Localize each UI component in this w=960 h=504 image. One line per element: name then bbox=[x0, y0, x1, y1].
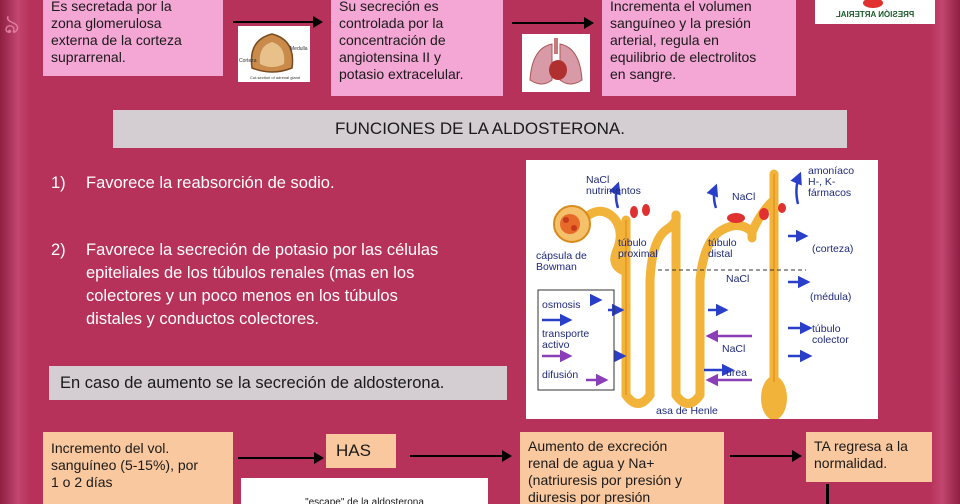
logo-text: PRESIÓN ARTERIAL bbox=[836, 10, 914, 19]
label-medula: (médula) bbox=[810, 291, 851, 303]
function-item-2: 2) Favorece la secreción de potasio por … bbox=[51, 239, 511, 339]
arrow-top-1 bbox=[233, 16, 323, 28]
function-item-1: 1) Favorece la reabsorción de sodio. bbox=[51, 172, 511, 202]
functions-heading-text: FUNCIONES DE LA ALDOSTERONA. bbox=[334, 119, 625, 138]
label-difusion: difusión bbox=[542, 369, 578, 381]
function-item-1-text: Favorece la reabsorción de sodio. bbox=[86, 174, 335, 192]
functions-heading: FUNCIONES DE LA ALDOSTERONA. bbox=[113, 110, 847, 148]
top-box-control: Su secreción es controlada por la concen… bbox=[331, 0, 503, 96]
top-box-control-text: Su secreción es controlada por la concen… bbox=[339, 0, 464, 82]
down-arrow-line bbox=[826, 484, 829, 504]
logo-presion-arterial: PRESIÓN ARTERIAL bbox=[815, 0, 935, 24]
label-nacl-low: NaCl bbox=[722, 343, 745, 355]
lungs-heart-image bbox=[522, 34, 590, 92]
label-osmosis: osmosis bbox=[542, 299, 581, 311]
has-box: HAS bbox=[326, 434, 396, 468]
left-frame bbox=[0, 0, 30, 504]
top-box-effect-text: Incrementa el volumen sanguíneo y la pre… bbox=[610, 0, 757, 82]
arrow-bottom-1 bbox=[238, 452, 324, 464]
bottom-box-volume: Incremento del vol. sanguíneo (5-15%), p… bbox=[43, 432, 233, 504]
top-box-secretion-text: Es secretada por la zona glomerulosa ext… bbox=[51, 0, 182, 65]
escape-caption-text: "escape" de la aldosterona bbox=[305, 497, 424, 504]
top-box-effect: Incrementa el volumen sanguíneo y la pre… bbox=[602, 0, 796, 96]
logo-icon: PRESIÓN ARTERIAL bbox=[836, 0, 914, 19]
arrow-bottom-2 bbox=[410, 450, 512, 462]
increase-note: En caso de aumento se la secreción de al… bbox=[49, 366, 507, 400]
swirl-ornament-icon: ঌ bbox=[4, 9, 20, 39]
bottom-box-excretion: Aumento de excreción renal de agua y Na+… bbox=[520, 432, 724, 504]
bottom-box-normal: TA regresa a la normalidad. bbox=[806, 432, 932, 482]
adrenal-gland-image: Corteza Medulla Cut-section of adrenal g… bbox=[238, 26, 310, 82]
top-box-secretion: Es secretada por la zona glomerulosa ext… bbox=[43, 0, 223, 76]
function-item-2-text: Favorece la secreción de potasio por las… bbox=[86, 241, 439, 328]
adrenal-label-caption: Cut-section of adrenal gland bbox=[250, 75, 300, 80]
function-item-2-number: 2) bbox=[51, 241, 66, 259]
lungs-heart-icon bbox=[529, 38, 583, 85]
increase-note-text: En caso de aumento se la secreción de al… bbox=[60, 374, 445, 392]
label-corteza: (corteza) bbox=[812, 243, 853, 255]
has-box-text: HAS bbox=[336, 441, 371, 460]
adrenal-gland-icon: Corteza Medulla Cut-section of adrenal g… bbox=[239, 33, 308, 80]
label-asa-henle: asa de Henle bbox=[656, 405, 718, 417]
function-item-1-number: 1) bbox=[51, 174, 66, 192]
escape-caption-box: "escape" de la aldosterona bbox=[241, 478, 488, 504]
label-urea: urea bbox=[726, 367, 747, 379]
adrenal-label-medulla: Medulla bbox=[290, 46, 308, 52]
bottom-box-normal-text: TA regresa a la normalidad. bbox=[814, 438, 908, 471]
arrow-top-2 bbox=[512, 17, 594, 29]
arrow-bottom-3 bbox=[730, 450, 802, 462]
bottom-box-volume-text: Incremento del vol. sanguíneo (5-15%), p… bbox=[51, 440, 199, 490]
bottom-box-excretion-text: Aumento de excreción renal de agua y Na+… bbox=[528, 438, 683, 504]
label-nacl-top: NaCl bbox=[732, 191, 755, 203]
right-frame bbox=[930, 0, 960, 504]
label-nacl-mid: NaCl bbox=[726, 273, 749, 285]
adrenal-label-corteza: Corteza bbox=[239, 58, 257, 64]
